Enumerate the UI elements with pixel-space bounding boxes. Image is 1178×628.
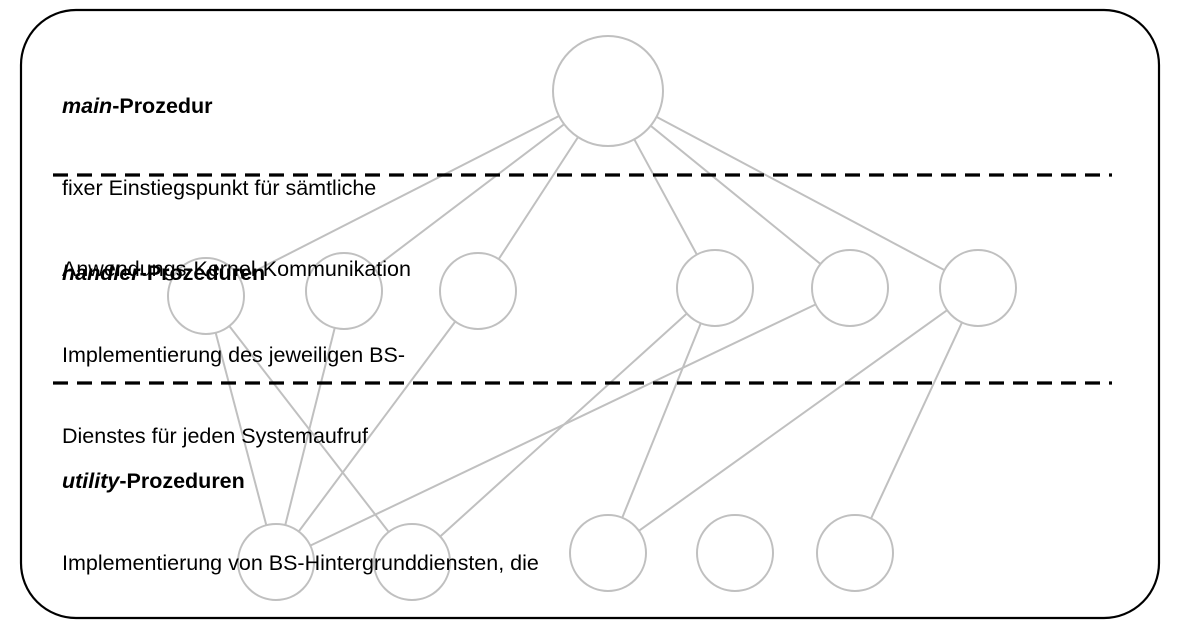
graph-node-utility [816,514,894,592]
nodes-layer [167,35,1017,601]
graph-edge [650,124,822,265]
graph-edge [656,115,945,272]
graph-edge [214,332,268,526]
graph-edge [239,115,560,280]
graph-edge [870,322,963,519]
graph-node-utility [569,514,647,592]
diagram-container-frame [19,8,1161,620]
graph-node-handler [676,249,754,327]
graph-edge [638,309,948,532]
graph-edge [284,327,336,526]
graph-edge [373,123,565,269]
graph-node-main [552,35,664,147]
graph-node-utility [237,523,315,601]
graph-edge [621,322,702,519]
graph-node-utility [696,514,774,592]
graph-edge [309,303,817,547]
graph-node-handler [305,252,383,330]
graph-edge [497,136,579,260]
graph-node-handler [939,249,1017,327]
graph-node-utility [373,523,451,601]
graph-edge [633,138,698,256]
graph-node-handler [811,249,889,327]
edges-layer [214,115,963,547]
dividers-layer [53,173,1112,385]
graph-edge [297,320,457,533]
graph-node-handler [439,252,517,330]
graph-node-handler [167,257,245,335]
